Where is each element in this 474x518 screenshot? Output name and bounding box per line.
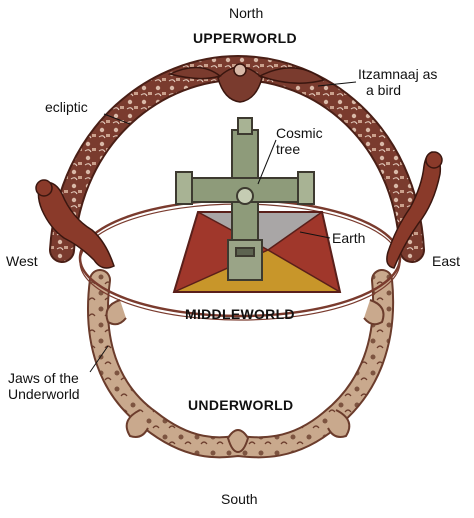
earth-leader <box>299 231 331 239</box>
upperworld-label: UPPERWORLD <box>193 30 297 46</box>
underworld-label: UNDERWORLD <box>188 397 294 413</box>
west-label: West <box>6 253 38 269</box>
middleworld-label: MIDDLEWORLD <box>185 306 295 322</box>
ecliptic-leader <box>103 113 131 125</box>
itzamnaaj-bird <box>167 63 326 103</box>
cosmic-tree <box>175 117 315 281</box>
jaws-label: Jaws of the Underworld <box>8 370 80 402</box>
jaws-leader <box>89 345 109 373</box>
itzamnaaj-leader <box>317 81 357 87</box>
south-label: South <box>221 491 258 507</box>
ecliptic-label: ecliptic <box>45 99 88 115</box>
cosmic-tree-label: Cosmic tree <box>276 125 323 157</box>
jaws-label-line1: Jaws of the <box>8 370 79 386</box>
jaws-label-line2: Underworld <box>8 386 80 402</box>
north-label: North <box>229 5 264 21</box>
itzamnaaj-label-line1: Itzamnaaj as <box>358 66 438 82</box>
west-figure <box>35 179 115 269</box>
east-label: East <box>432 253 461 269</box>
cosmic-tree-label-line2: tree <box>276 141 301 157</box>
itzamnaaj-label: Itzamnaaj as a bird <box>358 66 437 98</box>
east-figure <box>386 151 443 269</box>
itzamnaaj-label-line2: a bird <box>366 82 402 98</box>
cosmic-tree-label-line1: Cosmic <box>276 125 323 141</box>
cosmic-tree-leader <box>257 139 277 185</box>
earth-label: Earth <box>332 230 366 246</box>
